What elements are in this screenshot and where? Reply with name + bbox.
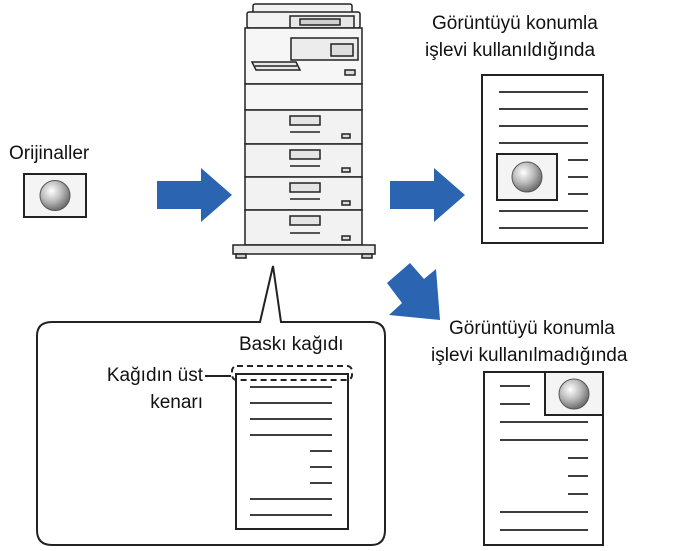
print-paper-icon bbox=[205, 365, 353, 530]
arrow-to-machine bbox=[157, 168, 232, 222]
result-page-with-function bbox=[481, 74, 604, 244]
arrow-to-result-without-function bbox=[387, 263, 440, 320]
originals-label: Orijinaller bbox=[9, 143, 90, 164]
with-function-label-line2: işlevi kullanıldığında bbox=[425, 40, 596, 61]
paper-top-edge-label-line1: Kağıdın üst bbox=[106, 365, 203, 386]
paper-top-edge-label-line2: kenarı bbox=[150, 392, 203, 413]
without-function-label-line2: işlevi kullanılmadığında bbox=[431, 345, 628, 366]
original-document-icon bbox=[23, 173, 87, 218]
result-page-without-function bbox=[483, 371, 604, 546]
printer-icon bbox=[232, 3, 376, 259]
without-function-label-line1: Görüntüyü konumla bbox=[449, 318, 615, 339]
arrow-to-result-with-function bbox=[390, 168, 465, 222]
with-function-label-line1: Görüntüyü konumla bbox=[432, 13, 598, 34]
print-paper-label: Baskı kağıdı bbox=[239, 334, 344, 355]
